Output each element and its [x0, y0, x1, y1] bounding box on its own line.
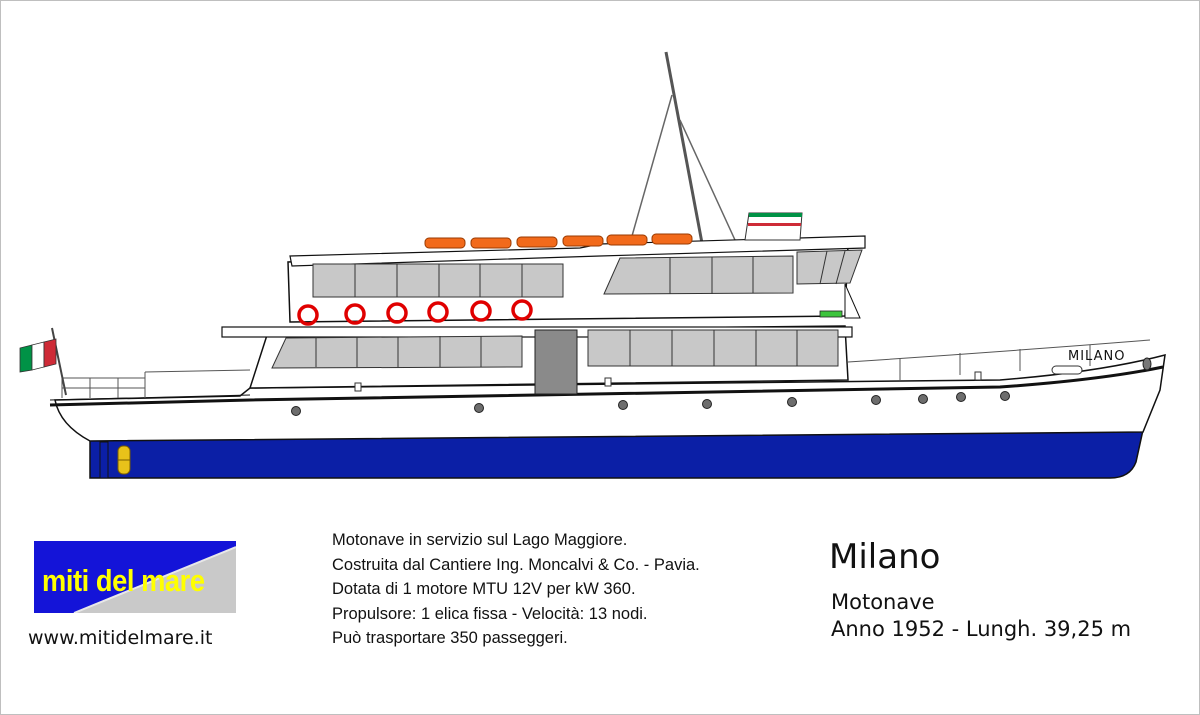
bow-vent [1051, 365, 1083, 375]
description-line: Propulsore: 1 elica fissa - Velocità: 13… [332, 604, 648, 623]
hull-name: MILANO [1068, 349, 1125, 364]
stern-flag [19, 327, 67, 396]
upper-deck-windows [312, 249, 863, 298]
website-link[interactable]: www.mitidelmare.it [28, 627, 213, 649]
lifeboats [424, 233, 693, 249]
green-light [819, 310, 843, 318]
rub-rail [49, 365, 1164, 407]
vessel-type: Motonave [831, 590, 935, 614]
hull-bottom [89, 429, 1144, 479]
stern-rail [61, 369, 251, 398]
miti-del-mare-logo[interactable]: miti del mare [34, 541, 236, 613]
portholes [291, 391, 1010, 416]
description-line: Costruita dal Cantiere Ing. Moncalvi & C… [332, 555, 700, 574]
description-line: Motonave in servizio sul Lago Maggiore. [332, 531, 628, 549]
deck-line [49, 394, 251, 401]
lifebuoys [297, 299, 533, 326]
ship-title: Milano [829, 537, 941, 577]
description-line: Dotata di 1 motore MTU 12V per kW 360. [332, 580, 636, 598]
year-length: Anno 1952 - Lungh. 39,25 m [831, 617, 1132, 641]
funnel [744, 212, 803, 241]
hawse-pipe [1142, 357, 1152, 371]
ship-profile-drawing: MILANO [19, 51, 1166, 479]
main-deck-windows [271, 329, 839, 369]
mast [631, 51, 736, 244]
wheelhouse-front [844, 283, 861, 319]
foredeck-rail [847, 339, 1151, 380]
logo-wedge [73, 546, 236, 613]
rudder [99, 441, 109, 479]
ship-description: Motonave in servizio sul Lago Maggiore. … [332, 528, 700, 651]
side-door [534, 329, 578, 395]
propeller [117, 445, 131, 475]
description-line: Può trasportare 350 passeggeri. [332, 629, 568, 647]
deck-fittings [354, 371, 982, 392]
logo-text: miti del mare [42, 563, 205, 598]
